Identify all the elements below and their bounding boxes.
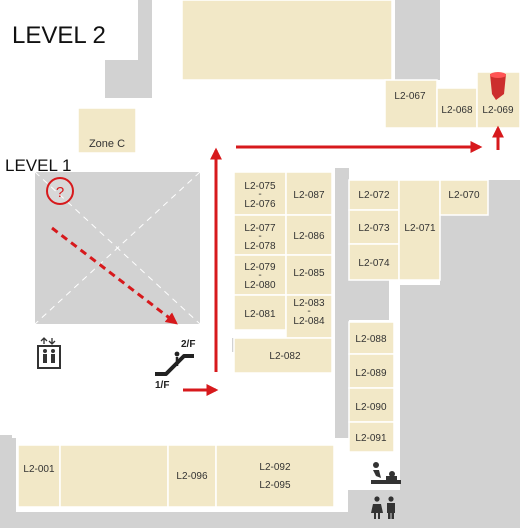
shop-unit-l2-075-076[interactable] xyxy=(233,171,287,216)
unit-label-l2-085: L2-085 xyxy=(293,268,325,279)
unit-label-l2-077: L2-077 xyxy=(244,223,276,234)
unit-dash-083: - xyxy=(307,306,310,317)
shop-unit-l2-071[interactable] xyxy=(398,179,441,281)
shop-group-right: L2-072 L2-073 L2-074 L2-071 L2-070 xyxy=(348,179,489,281)
shop-unit-l2-073[interactable] xyxy=(348,209,400,245)
unit-label-l2-091: L2-091 xyxy=(355,433,387,444)
shop-unit-l2-089[interactable] xyxy=(348,353,395,389)
unit-label-l2-084: L2-084 xyxy=(293,316,325,327)
unit-label-l2-095: L2-095 xyxy=(259,480,291,491)
unit-label-l2-072: L2-072 xyxy=(358,190,390,201)
restroom-icon xyxy=(371,496,395,519)
unit-label-l2-081: L2-081 xyxy=(244,309,276,320)
route-arrows xyxy=(183,125,504,396)
question-marker-icon[interactable]: ? xyxy=(46,177,74,205)
unit-dash-075: - xyxy=(258,189,261,200)
shop-unit-l2-001[interactable] xyxy=(17,444,61,508)
atrium-level-label: LEVEL 1 xyxy=(5,156,71,175)
unit-label-l2-075: L2-075 xyxy=(244,181,276,192)
route-dashed-level1 xyxy=(51,226,178,325)
unit-label-l2-080: L2-080 xyxy=(244,280,276,291)
shop-unit-l2-082[interactable] xyxy=(233,337,333,374)
shop-unit-l2-077-078[interactable] xyxy=(233,214,287,256)
unit-label-l2-067: L2-067 xyxy=(394,91,426,102)
unit-label-l2-083: L2-083 xyxy=(293,298,325,309)
unit-label-l2-096: L2-096 xyxy=(176,471,208,482)
unit-label-l2-073: L2-073 xyxy=(358,223,390,234)
unit-label-l2-078: L2-078 xyxy=(244,241,276,252)
unit-label-l2-069: L2-069 xyxy=(482,105,514,116)
shop-unit-l2-085[interactable] xyxy=(285,254,333,296)
shop-unit-l2-068[interactable] xyxy=(436,87,478,129)
unit-label-l2-071: L2-071 xyxy=(404,223,436,234)
unit-label-l2-092: L2-092 xyxy=(259,462,291,473)
unit-label-l2-087: L2-087 xyxy=(293,190,325,201)
unit-dash-077: - xyxy=(258,231,261,242)
shop-unit-l2-067[interactable] xyxy=(384,79,438,129)
unit-label-l2-088: L2-088 xyxy=(355,334,387,345)
unit-dash-079: - xyxy=(258,270,261,281)
unit-label-l2-001: L2-001 xyxy=(23,464,55,475)
shop-unit-l2-086[interactable] xyxy=(285,214,333,256)
shop-group-top-right: L2-067 L2-068 L2-069 xyxy=(384,71,520,129)
zone-c-label: Zone C xyxy=(89,138,125,150)
shop-group-bottom: L2-001 L2-096 L2-092 L2-095 xyxy=(17,444,335,508)
shop-group-centre: L2-075 - L2-076 L2-077 - L2-078 L2-079 -… xyxy=(233,171,333,374)
unit-label-l2-089: L2-089 xyxy=(355,368,387,379)
shop-unit-l2-083-084[interactable] xyxy=(285,294,333,339)
shop-unit-top-large[interactable] xyxy=(181,0,393,81)
unit-label-l2-090: L2-090 xyxy=(355,402,387,413)
unit-label-l2-070: L2-070 xyxy=(448,190,480,201)
shop-unit-l2-092-095[interactable] xyxy=(215,444,335,508)
shop-unit-l2-070[interactable] xyxy=(439,179,489,216)
elevator-icon xyxy=(37,337,61,369)
page-title: LEVEL 2 xyxy=(12,22,106,49)
svg-text:?: ? xyxy=(56,184,64,201)
unit-label-l2-079: L2-079 xyxy=(244,262,276,273)
unit-label-l2-068: L2-068 xyxy=(441,105,473,116)
baby-changing-icon xyxy=(371,462,401,484)
unit-label-l2-076: L2-076 xyxy=(244,199,276,210)
unit-label-l2-074: L2-074 xyxy=(358,258,390,269)
shop-unit-l2-090[interactable] xyxy=(348,387,395,423)
destination-marker-icon xyxy=(490,72,506,100)
shop-unit-l2-091[interactable] xyxy=(348,421,395,453)
shop-unit-bottom-blank-a[interactable] xyxy=(59,444,169,508)
zone-c-block xyxy=(77,107,137,154)
atrium-void xyxy=(34,171,201,325)
escalator-icon: 2/F 1/F xyxy=(155,339,195,391)
title-backdrop xyxy=(0,8,124,60)
unit-label-l2-082: L2-082 xyxy=(269,351,301,362)
shop-group-right-column: L2-088 L2-089 L2-090 L2-091 xyxy=(348,321,395,453)
escalator-lower-label: 1/F xyxy=(155,380,169,391)
shop-unit-l2-087[interactable] xyxy=(285,171,333,216)
unit-label-l2-086: L2-086 xyxy=(293,231,325,242)
escalator-upper-label: 2/F xyxy=(181,339,195,350)
